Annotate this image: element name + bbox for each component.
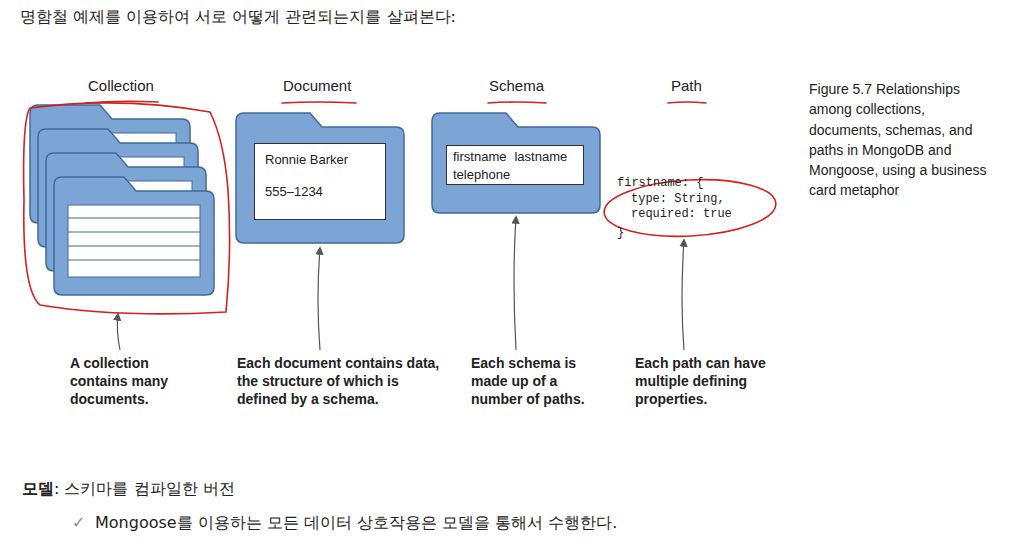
schema-folder	[432, 113, 600, 213]
code-line: }	[617, 226, 624, 242]
code-line: firstname: {	[617, 176, 703, 192]
heading: 명함철 예제를 이용하여 서로 어떻게 관련되는지를 살펴본다:	[20, 7, 456, 28]
explanation: Each path can have multiple defining pro…	[635, 354, 785, 409]
annotation	[24, 101, 778, 314]
code-line: type: String,	[631, 192, 725, 208]
check-mark: ✓	[72, 513, 85, 534]
note: Mongoose를 이용하는 모든 데이터 상호작용은 모델을 통해서 수행한다…	[95, 513, 617, 534]
card-text: telephone	[453, 167, 510, 182]
card-text: lastname	[514, 149, 567, 164]
definition: : 스키마를 컴파일한 버전	[54, 479, 235, 500]
leader-line	[117, 217, 684, 350]
explanation: Each schema is made up of a number of pa…	[471, 354, 601, 409]
column-heading: Path	[671, 76, 702, 96]
term: 모델	[22, 479, 54, 500]
collection-folders	[30, 105, 214, 295]
explanation: Each document contains data, the structu…	[237, 354, 442, 409]
figure-caption: Figure 5.7 Relationships among collectio…	[809, 79, 997, 201]
code-line: required: true	[631, 207, 732, 223]
card-text: Ronnie Barker	[265, 152, 348, 167]
card-text: 555–1234	[265, 184, 323, 199]
column-heading: Schema	[489, 76, 544, 96]
column-heading: Collection	[88, 76, 154, 96]
document-folder	[236, 113, 404, 243]
explanation: A collection contains many documents.	[70, 354, 182, 409]
column-heading: Document	[283, 76, 351, 96]
card: firstname lastname telephone	[446, 145, 584, 185]
card: Ronnie Barker 555–1234	[254, 143, 386, 220]
card-text: firstname	[453, 149, 506, 164]
